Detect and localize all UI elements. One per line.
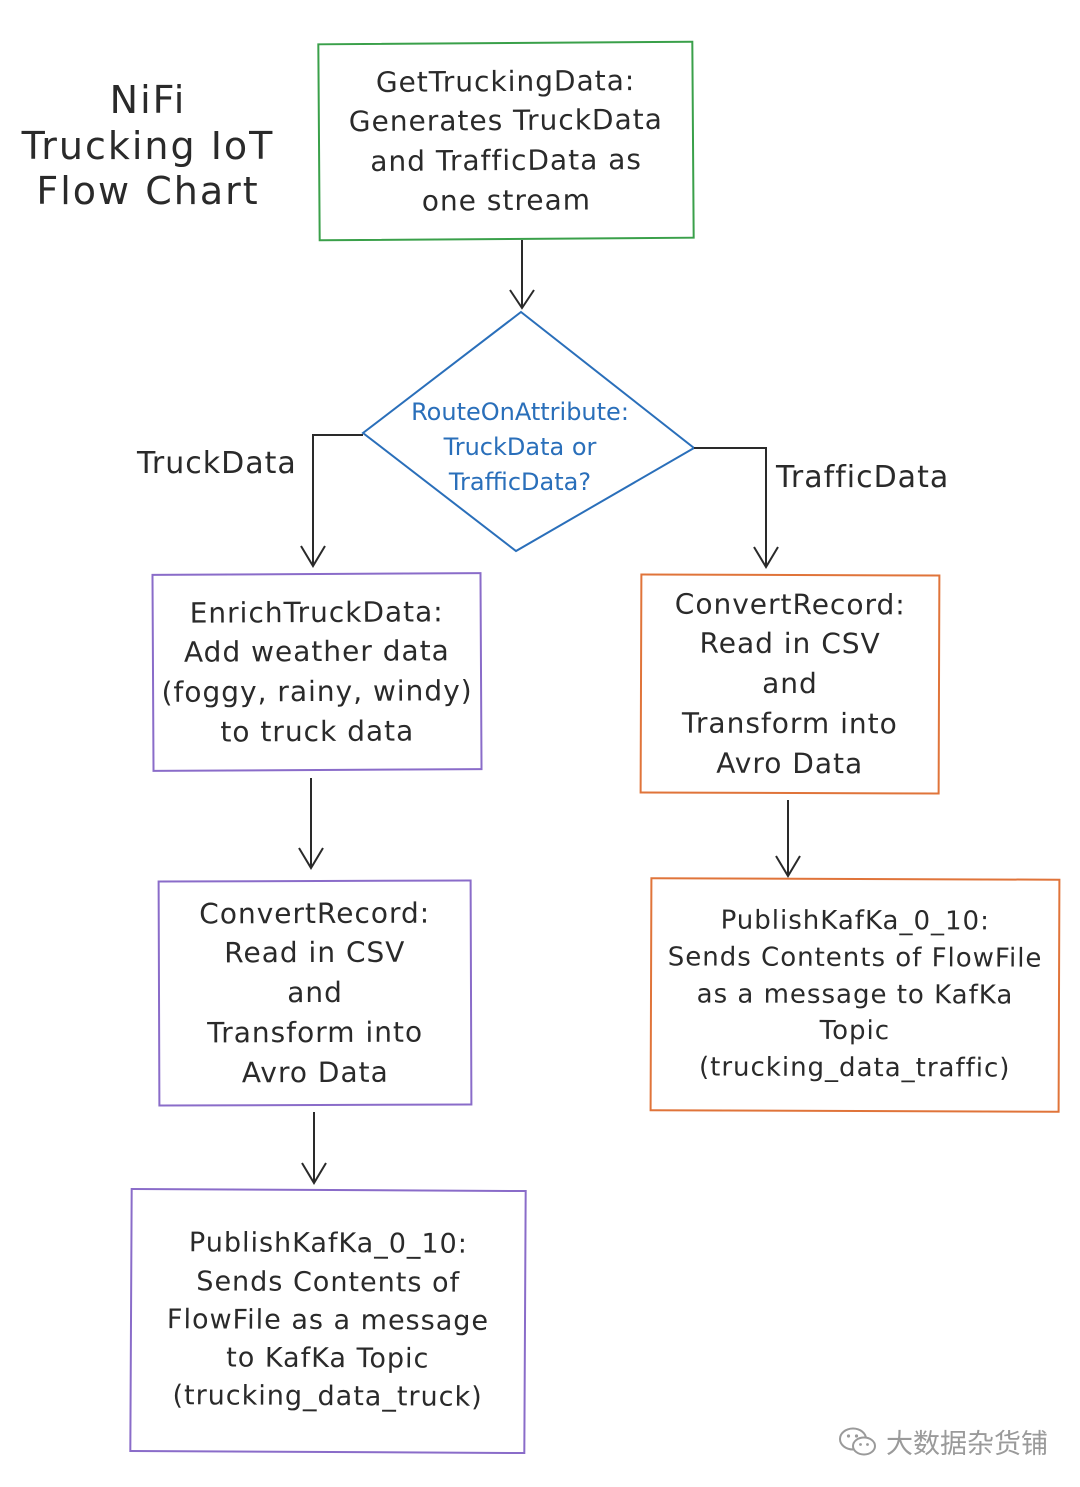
- publish-left-line-3: FlowFile as a message: [166, 1303, 490, 1337]
- publish-right-line-2: Sends Contents of FlowFile: [667, 941, 1043, 974]
- route-line-1: RouteOnAttribute:: [411, 398, 629, 426]
- get-trucking-line-4: one stream: [421, 183, 592, 218]
- arrowhead-enrich-to-convert-left: [298, 847, 324, 870]
- watermark-text: 大数据杂货铺: [886, 1429, 1048, 1460]
- edge-label-truckdata: TruckData: [137, 446, 297, 481]
- arrowhead-route-to-convert-right: [753, 546, 779, 569]
- publish-right-line-4: Topic: [819, 1016, 891, 1047]
- get-trucking-line-1: GetTruckingData:: [375, 63, 636, 99]
- publish-left-line-2: Sends Contents of: [196, 1265, 461, 1299]
- arrow-route-to-convert-right: [694, 447, 767, 567]
- convert-left-line-2: Read in CSV: [224, 936, 406, 970]
- get-trucking-line-3: and TrafficData as: [370, 143, 643, 178]
- convert-left-line-4: Transform into: [207, 1015, 424, 1050]
- title-line-2: Trucking IoT: [21, 123, 275, 168]
- publish-kafka-right-box: PublishKafKa_0_10: Sends Contents of Flo…: [649, 877, 1061, 1113]
- title-line-1: NiFi: [109, 78, 187, 122]
- convert-left-line-5: Avro Data: [241, 1055, 389, 1089]
- convert-right-line-4: Transform into: [681, 706, 898, 741]
- publish-right-line-5: (trucking_data_traffic): [698, 1052, 1011, 1084]
- convert-record-left-box: ConvertRecord: Read in CSV and Transform…: [157, 879, 473, 1107]
- convert-left-line-1: ConvertRecord:: [199, 896, 431, 931]
- convert-right-line-3: and: [762, 667, 818, 701]
- arrow-route-to-enrich: [312, 434, 363, 566]
- route-line-3: TrafficData?: [448, 467, 592, 496]
- wechat-icon: [839, 1427, 876, 1455]
- publish-right-line-3: as a message to KafKa: [696, 978, 1014, 1011]
- enrich-line-1: EnrichTruckData:: [189, 594, 444, 630]
- route-decision-diamond: [361, 310, 696, 553]
- enrich-line-3: (foggy, rainy, windy): [161, 674, 473, 709]
- publish-kafka-left-box: PublishKafKa_0_10: Sends Contents of Flo…: [129, 1187, 527, 1455]
- publish-left-line-5: (trucking_data_truck): [172, 1380, 483, 1414]
- convert-right-line-5: Avro Data: [716, 746, 864, 780]
- arrowhead-convert-right-to-publish-right: [775, 855, 801, 878]
- get-trucking-line-2: Generates TruckData: [348, 103, 663, 139]
- arrowhead-route-to-enrich: [300, 545, 326, 568]
- watermark: 大数据杂货铺: [838, 1422, 1048, 1461]
- enrich-truck-data-box: EnrichTruckData: Add weather data (foggy…: [151, 572, 483, 772]
- publish-left-line-1: PublishKafKa_0_10:: [188, 1227, 468, 1260]
- route-decision-text: RouteOnAttribute: TruckData or TrafficDa…: [370, 395, 670, 499]
- get-trucking-data-box: GetTruckingData: Generates TruckData and…: [317, 40, 695, 242]
- convert-record-right-box: ConvertRecord: Read in CSV and Transform…: [639, 573, 941, 795]
- publish-right-line-1: PublishKafKa_0_10:: [720, 905, 990, 937]
- edge-label-trafficdata: TrafficData: [776, 460, 950, 495]
- convert-right-line-1: ConvertRecord:: [674, 587, 906, 622]
- convert-right-line-2: Read in CSV: [699, 627, 881, 661]
- arrowhead-get-to-route: [509, 289, 535, 310]
- enrich-line-4: to truck data: [220, 714, 415, 749]
- diagram-title: NiFi Trucking IoT Flow Chart: [18, 78, 278, 215]
- enrich-line-2: Add weather data: [183, 634, 450, 669]
- convert-left-line-3: and: [287, 976, 343, 1010]
- route-line-2: TruckData or: [443, 432, 597, 461]
- publish-left-line-4: to KafKa Topic: [226, 1342, 430, 1375]
- title-line-3: Flow Chart: [36, 169, 260, 214]
- arrowhead-convert-left-to-publish-left: [301, 1162, 327, 1185]
